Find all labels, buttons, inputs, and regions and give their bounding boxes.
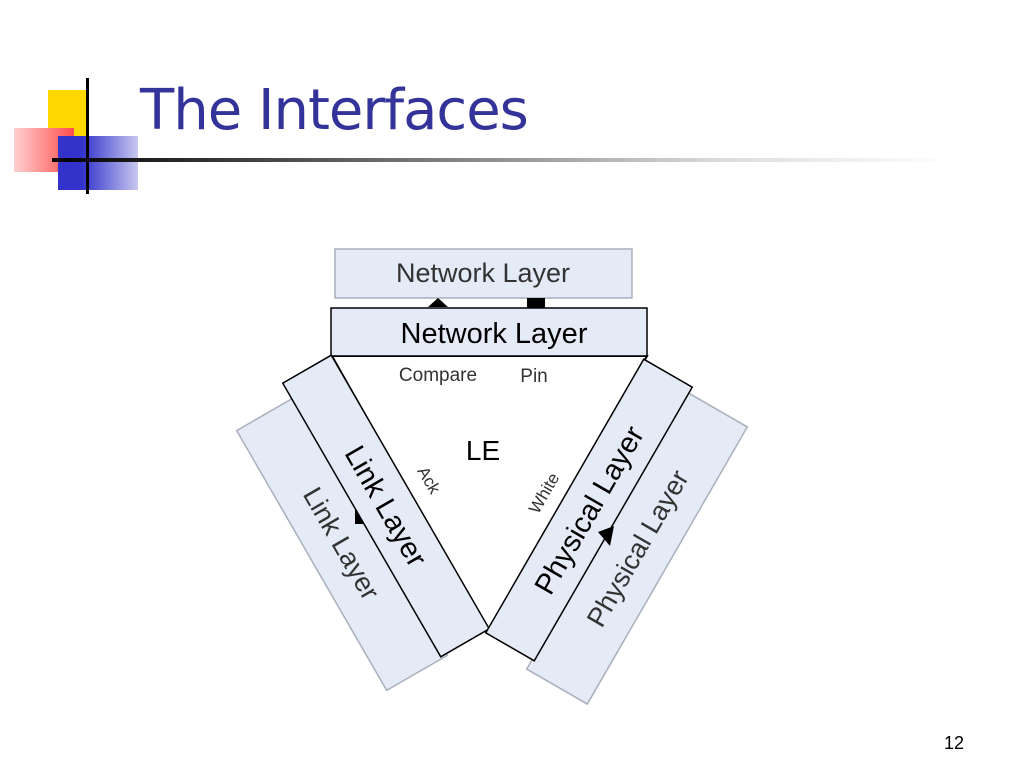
inner-network-layer-box: Network Layer — [330, 307, 648, 357]
inner-network-layer-label: Network Layer — [401, 318, 588, 350]
compare-label: Compare — [399, 365, 477, 386]
center-le-label: LE — [466, 435, 500, 466]
logo-blue-square — [58, 136, 138, 190]
outer-network-layer-box: Network Layer — [334, 248, 633, 299]
outer-network-layer-label: Network Layer — [396, 258, 570, 288]
network-up-arrow-icon — [428, 298, 448, 307]
logo-vertical-line — [86, 78, 89, 194]
slide-logo — [0, 0, 140, 200]
network-connector-square-icon — [527, 298, 545, 308]
slide-title: The Interfaces — [140, 78, 529, 143]
page-number: 12 — [943, 733, 964, 753]
title-underline — [52, 158, 952, 162]
pin-label: Pin — [520, 366, 547, 387]
physical-connector-arrow-icon — [598, 526, 614, 546]
